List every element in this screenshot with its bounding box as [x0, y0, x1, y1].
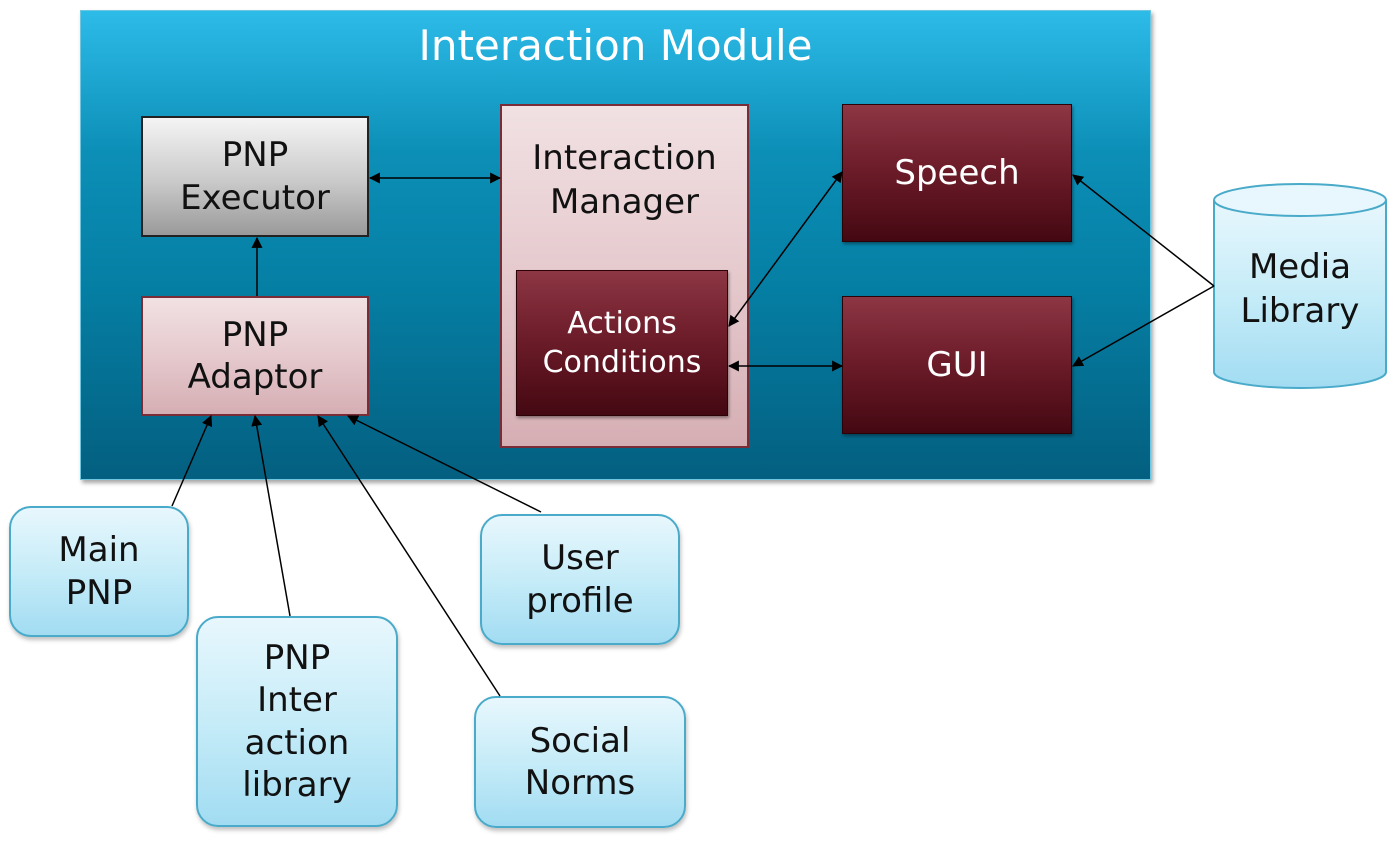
user-profile-line-1: User [541, 538, 619, 578]
actions-conditions-line-2: Conditions [542, 345, 702, 380]
pnp-adaptor-box: PNP Adaptor [141, 296, 369, 416]
gui-box: GUI [842, 296, 1072, 434]
gui-label: GUI [926, 344, 988, 385]
interaction-manager-line-1: Interaction [532, 138, 717, 178]
social-norms-line-2: Norms [524, 763, 636, 803]
social-norms-line-1: Social [529, 720, 631, 761]
media-library-label: Media Library [1213, 245, 1387, 333]
pnp-interaction-library-line-1: PNP [263, 637, 331, 678]
pnp-interaction-library-line-4: library [242, 765, 352, 805]
pnp-adaptor-line-2: Adaptor [187, 357, 323, 397]
social-norms-box: Social Norms [474, 696, 686, 828]
media-library-line-2: Library [1240, 291, 1360, 331]
pnp-interaction-library-line-2: Inter [257, 680, 337, 720]
speech-box: Speech [842, 104, 1072, 242]
pnp-executor-line-1: PNP [221, 135, 289, 175]
pnp-interaction-library-box: PNP Inter action library [196, 616, 398, 827]
pnp-adaptor-line-1: PNP [221, 314, 289, 355]
module-title: Interaction Module [418, 21, 813, 70]
user-profile-box: User profile [480, 514, 680, 645]
media-library-line-1: Media [1248, 247, 1352, 287]
speech-label: Speech [894, 152, 1020, 193]
actions-conditions-box: Actions Conditions [516, 270, 728, 416]
interaction-manager-line-2: Manager [549, 182, 700, 222]
main-pnp-line-1: Main [58, 530, 140, 570]
pnp-executor-line-2: Executor [180, 177, 330, 218]
actions-conditions-line-1: Actions [567, 306, 677, 341]
user-profile-line-2: profile [526, 580, 634, 621]
pnp-interaction-library-line-3: action [244, 722, 350, 763]
main-pnp-line-2: PNP [65, 572, 133, 613]
pnp-executor-box: PNP Executor [141, 116, 369, 237]
main-pnp-box: Main PNP [9, 506, 189, 637]
